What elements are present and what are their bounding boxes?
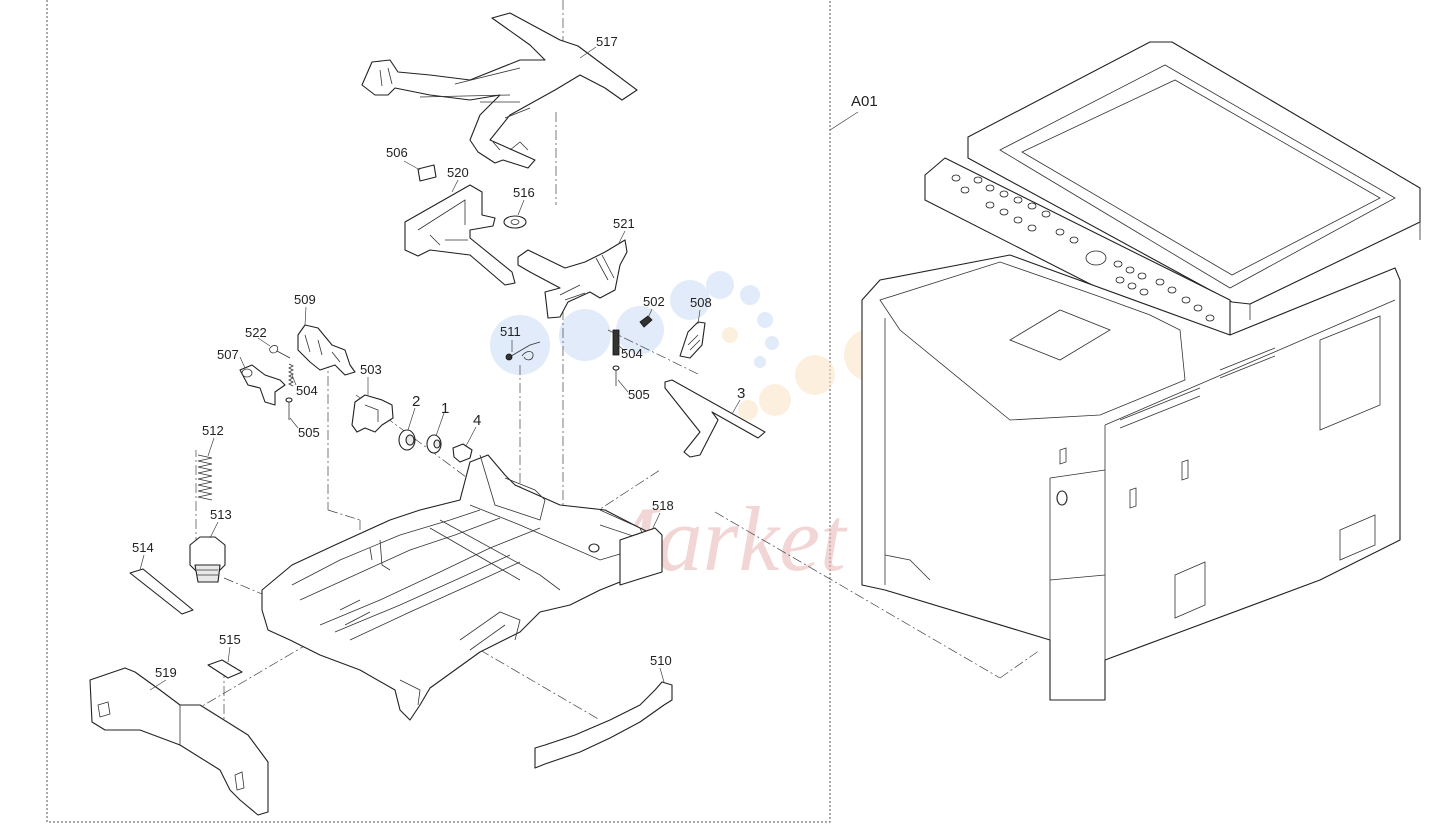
callout-3: 3 xyxy=(737,385,745,402)
part-519-front-cover xyxy=(89,667,269,816)
part-517-guide-plate xyxy=(361,12,638,169)
part-2-roller xyxy=(398,429,416,451)
callout-505-left: 505 xyxy=(298,425,320,440)
callout-511: 511 xyxy=(500,324,521,339)
part-521-rear-guide xyxy=(517,239,628,319)
part-4-clip xyxy=(452,443,473,463)
leader-lines xyxy=(139,46,859,691)
part-507-lever xyxy=(239,364,286,406)
part-518-rail xyxy=(619,527,663,586)
callout-1: 1 xyxy=(441,400,449,417)
part-3-arm xyxy=(664,379,766,458)
callout-515: 515 xyxy=(219,632,241,647)
part-522-spring xyxy=(269,345,291,359)
part-505-pin-right xyxy=(612,365,620,386)
part-508-friction-pad xyxy=(679,321,706,359)
part-511-wire-spring xyxy=(505,341,541,361)
part-506-label xyxy=(417,164,437,182)
callout-513: 513 xyxy=(210,507,232,522)
part-509-pickup-frame xyxy=(297,324,356,376)
part-512-spring xyxy=(197,454,213,501)
part-514-label xyxy=(129,568,194,615)
callout-522: 522 xyxy=(245,325,267,340)
assembly-label-a01: A01 xyxy=(851,93,878,110)
callout-521: 521 xyxy=(613,216,635,231)
callout-517: 517 xyxy=(596,34,618,49)
callout-518: 518 xyxy=(652,498,674,513)
callout-514: 514 xyxy=(132,540,154,555)
part-510-lever xyxy=(534,681,673,769)
callout-520: 520 xyxy=(447,165,469,180)
part-520-side-guide xyxy=(404,184,516,286)
paper-cassette-tray xyxy=(261,454,661,721)
part-502-spring xyxy=(639,315,653,328)
callout-508: 508 xyxy=(690,295,712,310)
callout-505-right: 505 xyxy=(628,387,650,402)
callout-502: 502 xyxy=(643,294,665,309)
callout-504-left: 504 xyxy=(296,383,318,398)
callout-509: 509 xyxy=(294,292,316,307)
part-516-washer xyxy=(503,215,527,229)
callout-507: 507 xyxy=(217,347,239,362)
part-1-roller xyxy=(426,434,442,454)
callout-labels: 517 506 520 516 521 509 522 507 504 505 … xyxy=(132,34,878,680)
callout-4: 4 xyxy=(473,412,481,429)
callout-510: 510 xyxy=(650,653,672,668)
part-513-gear xyxy=(189,536,226,583)
printer-machine-a01 xyxy=(861,41,1421,701)
callout-519: 519 xyxy=(155,665,177,680)
part-515-label xyxy=(207,659,243,679)
exploded-view-frame xyxy=(46,0,831,823)
callout-504-right: 504 xyxy=(621,346,643,361)
part-504-spring-right xyxy=(612,329,620,356)
callout-503: 503 xyxy=(360,362,382,377)
callout-2: 2 xyxy=(412,393,420,410)
callout-506: 506 xyxy=(386,145,408,160)
part-503-bracket xyxy=(351,394,394,433)
part-505-pin-left xyxy=(285,397,293,420)
callout-512: 512 xyxy=(202,423,224,438)
callout-516: 516 xyxy=(513,185,535,200)
part-504-spring-left xyxy=(288,363,294,387)
